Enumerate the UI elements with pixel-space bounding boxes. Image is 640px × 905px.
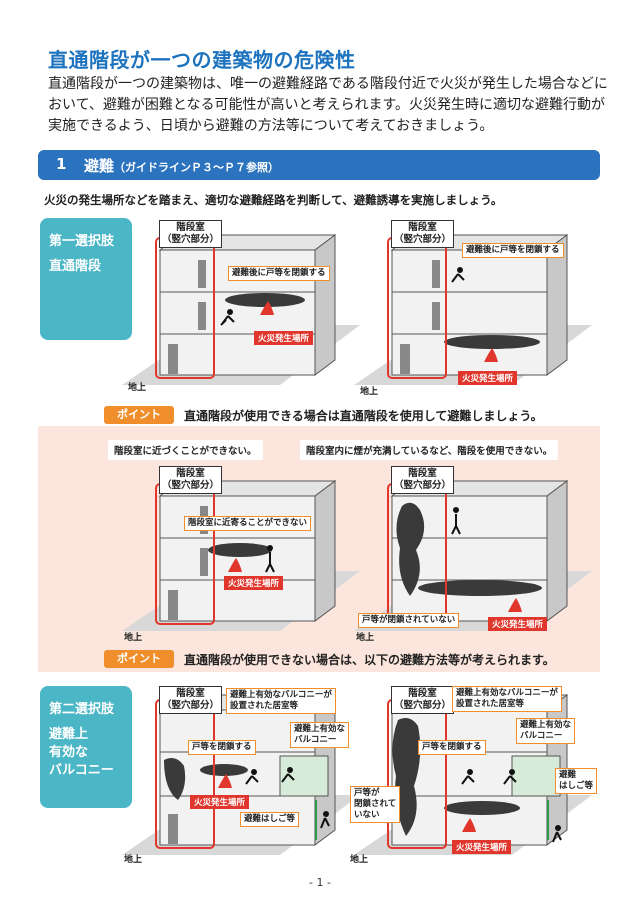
caption-left: 階段室に近づくことができない。 bbox=[108, 440, 263, 460]
fig6-callout-room: 避難上有効なバルコニーが設置された居室等 bbox=[452, 686, 562, 712]
caption-right: 階段室内に煙が充満しているなど、階段を使用できない。 bbox=[300, 440, 559, 460]
fig2-ground-label: 地上 bbox=[360, 387, 379, 397]
fig5-callout-door: 戸等を閉鎖する bbox=[188, 740, 256, 755]
fig6-ground-label: 地上 bbox=[350, 855, 369, 865]
second-choice-title: 第二選択肢 bbox=[49, 702, 115, 717]
fig2-callout: 避難後に戸等を閉鎖する bbox=[462, 243, 564, 258]
second-choice-sub: 避難上有効なバルコニー bbox=[49, 727, 114, 778]
point-text-2: 直通階段が使用できない場合は、以下の避難方法等が考えられます。 bbox=[184, 653, 555, 667]
fig1-callout: 避難後に戸等を閉鎖する bbox=[228, 266, 330, 281]
fig4-stair-label: 階段室（竪穴部分） bbox=[391, 466, 455, 494]
second-choice-label: 第二選択肢 避難上有効なバルコニー bbox=[40, 686, 132, 808]
page-title: 直通階段が一つの建築物の危険性 bbox=[48, 48, 356, 72]
fig3-fire-label: 火災発生場所 bbox=[224, 576, 284, 590]
section-number: 1 bbox=[56, 155, 67, 173]
fig1-ground-label: 地上 bbox=[128, 383, 147, 393]
figure-5-building bbox=[122, 694, 360, 855]
fig2-stair-label: 階段室（竪穴部分） bbox=[391, 220, 455, 248]
fig6-stair-label: 階段室（竪穴部分） bbox=[391, 686, 455, 714]
point-tag-1: ポイント bbox=[104, 406, 174, 424]
fig6-callout-balcony: 避難上有効なバルコニー bbox=[516, 718, 576, 744]
fig1-stair-label: 階段室（竪穴部分） bbox=[159, 220, 223, 248]
fig5-callout-balcony: 避難上有効なバルコニー bbox=[290, 722, 350, 748]
intro-paragraph: 直通階段が一つの建築物は、唯一の避難経路である階段付近で火災が発生した場合などに… bbox=[48, 76, 608, 134]
fig2-fire-label: 火災発生場所 bbox=[458, 371, 518, 385]
fig5-fire-label: 火災発生場所 bbox=[190, 795, 250, 809]
fig6-callout-door: 戸等を閉鎖する bbox=[418, 740, 486, 755]
fig3-stair-label: 階段室（竪穴部分） bbox=[159, 466, 223, 494]
section-title: 避難（ガイドラインＰ３～Ｐ７参照） bbox=[84, 157, 280, 175]
first-choice-title: 第一選択肢 bbox=[49, 234, 115, 249]
figure-1-building bbox=[122, 234, 360, 385]
point-text-1: 直通階段が使用できる場合は直通階段を使用して避難しましょう。 bbox=[184, 409, 543, 423]
fig5-ground-label: 地上 bbox=[124, 855, 143, 865]
fig5-callout-ladder: 避難はしご等 bbox=[240, 812, 300, 827]
fig4-ground-label: 地上 bbox=[356, 633, 375, 643]
fig3-ground-label: 地上 bbox=[124, 633, 143, 643]
section-header: 1 避難（ガイドラインＰ３～Ｐ７参照） bbox=[38, 150, 600, 180]
section-lead: 火災の発生場所などを踏まえ、適切な避難経路を判断して、避難誘導を実施しましょう。 bbox=[44, 193, 503, 207]
fig5-stair-label: 階段室（竪穴部分） bbox=[159, 686, 223, 714]
fig6-fire-label: 火災発生場所 bbox=[452, 840, 512, 854]
fig6-callout-ladder: 避難はしご等 bbox=[555, 768, 598, 794]
section-ref: （ガイドラインＰ３～Ｐ７参照） bbox=[114, 161, 280, 174]
fig6-callout-notclosed: 戸等が閉鎖されていない bbox=[350, 786, 401, 823]
fig4-fire-label: 火災発生場所 bbox=[488, 617, 548, 631]
figure-4-building bbox=[354, 480, 592, 631]
page-number: - 1 - bbox=[309, 876, 331, 889]
fig3-callout: 階段室に近寄ることができない bbox=[184, 516, 312, 531]
first-choice-sub: 直通階段 bbox=[49, 259, 102, 274]
first-choice-label: 第一選択肢 直通階段 bbox=[40, 218, 132, 340]
point-tag-2: ポイント bbox=[104, 650, 174, 668]
fig5-callout-room: 避難上有効なバルコニーが設置された居室等 bbox=[226, 688, 336, 714]
fig1-fire-label: 火災発生場所 bbox=[254, 331, 314, 345]
fig4-callout: 戸等が閉鎖されていない bbox=[358, 613, 460, 628]
figure-3-building bbox=[122, 480, 360, 631]
